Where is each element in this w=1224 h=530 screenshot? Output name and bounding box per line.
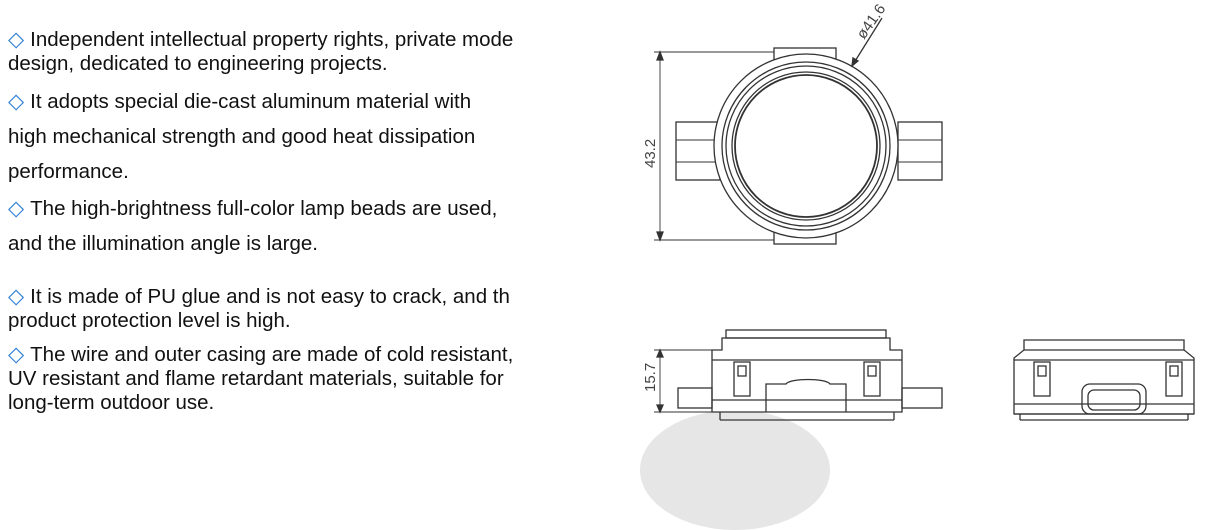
diamond-outline-icon: ◇: [8, 197, 25, 220]
feature-line: ◇The wire and outer casing are made of c…: [8, 343, 514, 366]
diameter-label: ø41.6: [853, 1, 889, 42]
feature-line: long-term outdoor use.: [8, 391, 215, 414]
feature-line: ◇The high-brightness full-color lamp bea…: [8, 197, 498, 220]
thickness-label: 15.7: [642, 363, 659, 392]
top-view: ø41.6 43.2: [642, 1, 943, 245]
height-label: 43.2: [642, 139, 659, 168]
feature-line: high mechanical strength and good heat d…: [8, 125, 476, 148]
diamond-outline-icon: ◇: [8, 90, 25, 113]
side-view-front: 15.7: [642, 329, 943, 421]
feature-list: ◇Independent intellectual property right…: [0, 0, 610, 441]
feature-line: performance.: [8, 160, 129, 183]
feature-line: and the illumination angle is large.: [8, 232, 318, 255]
diamond-outline-icon: ◇: [8, 343, 25, 366]
feature-line: product protection level is high.: [8, 309, 291, 332]
diamond-outline-icon: ◇: [8, 28, 25, 51]
diamond-outline-icon: ◇: [8, 285, 25, 308]
feature-line: ◇Independent intellectual property right…: [8, 28, 514, 51]
feature-line: ◇It is made of PU glue and is not easy t…: [8, 285, 510, 308]
feature-line: ◇It adopts special die-cast aluminum mat…: [8, 90, 472, 113]
technical-drawing: ø41.6 43.2: [642, 1, 1195, 421]
feature-line: UV resistant and flame retardant materia…: [8, 367, 504, 390]
side-view-side: [1013, 339, 1195, 421]
feature-line: design, dedicated to engineering project…: [8, 52, 388, 75]
